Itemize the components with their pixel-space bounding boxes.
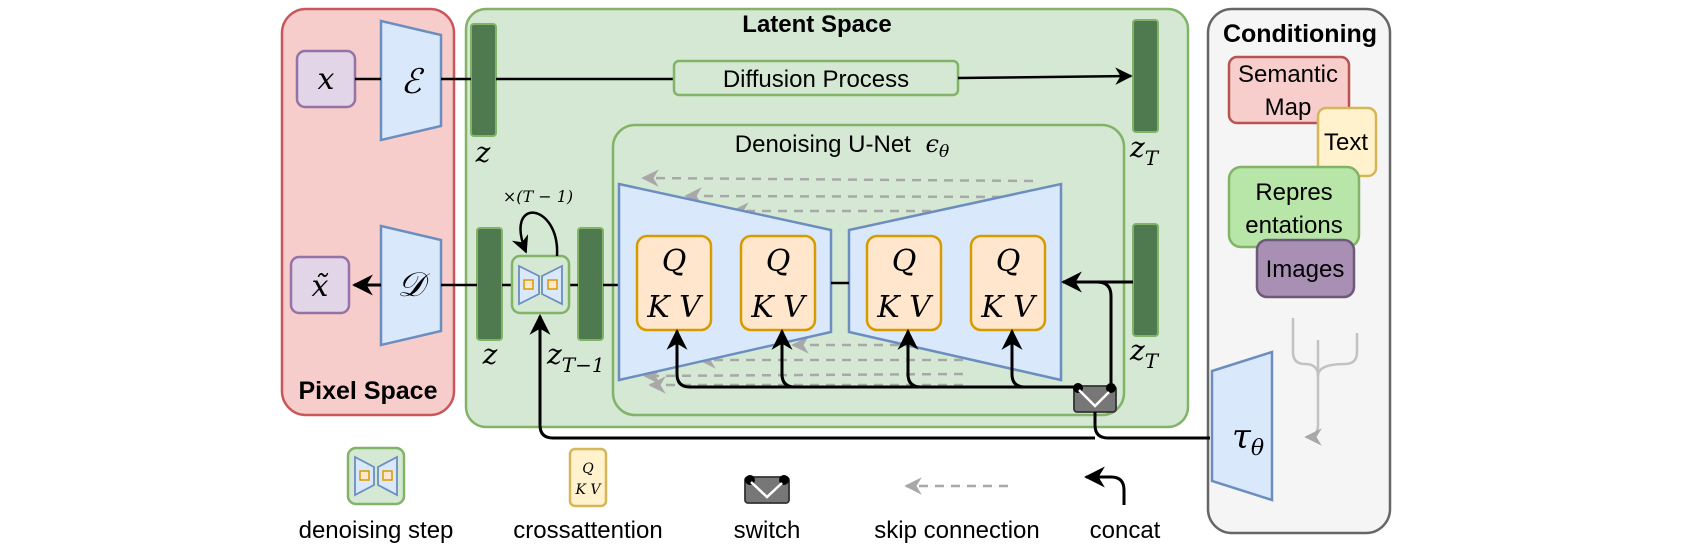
- conditioning-merge-tree: [1291, 318, 1359, 446]
- skip-connections: [641, 169, 1034, 394]
- legend-denoising-step: [346, 446, 406, 506]
- x-tilde-symbol: x̃: [312, 269, 330, 304]
- switch-icon: [1073, 383, 1117, 413]
- svg-text:Q: Q: [582, 461, 594, 477]
- encoder-trapezoid: [379, 19, 443, 142]
- output-image-x-tilde: [289, 255, 351, 315]
- encoder-symbol: ℰ: [401, 62, 425, 102]
- unet-title: Denoising U-Net ϵθ: [735, 130, 949, 162]
- tau-symbol: τθ: [1232, 417, 1264, 461]
- switch-concat-path: [1096, 280, 1113, 387]
- svg-text:Images: Images: [1266, 256, 1345, 283]
- legend-concat-arrow: [1083, 466, 1126, 505]
- legend-concat-label: concat: [1090, 517, 1161, 544]
- x-symbol: x: [318, 62, 335, 97]
- svg-text:Q: Q: [996, 244, 1021, 279]
- svg-text:Q: Q: [662, 244, 687, 279]
- svg-text:entations: entations: [1245, 212, 1342, 239]
- svg-text:Repres: Repres: [1255, 179, 1332, 206]
- zT1-label: zT−1: [546, 338, 605, 377]
- images-card: Images: [1255, 238, 1356, 299]
- semantic-map-card: Semantic Map: [1227, 55, 1351, 125]
- tau-encoder-trapezoid: [1210, 350, 1274, 502]
- svg-text:Q: Q: [892, 244, 917, 279]
- svg-text:K V: K V: [876, 290, 934, 325]
- zT-bottom-label: zT: [1129, 334, 1160, 373]
- svg-text:Q: Q: [766, 244, 791, 279]
- conditioning-title: Conditioning: [1223, 20, 1377, 48]
- z-top-label: z: [475, 136, 491, 169]
- crossattention-block-1: Q K V: [635, 234, 713, 332]
- svg-text:Text: Text: [1324, 129, 1368, 156]
- latent-z-bottom-bar: [476, 227, 503, 341]
- legend-switch-label: switch: [734, 517, 801, 544]
- decoder-trapezoid: [379, 224, 443, 347]
- svg-text:Semantic: Semantic: [1238, 61, 1338, 88]
- tau-to-switch-path: [1093, 412, 1210, 440]
- legend-crossattention-label: crossattention: [513, 517, 662, 544]
- representations-card: Repres entations: [1227, 165, 1361, 249]
- svg-text:Map: Map: [1265, 94, 1312, 121]
- latent-z-top-bar: [470, 23, 497, 137]
- svg-text:K V: K V: [574, 482, 602, 498]
- crossattention-block-3: Q K V: [865, 234, 943, 332]
- latent-space-title: Latent Space: [742, 11, 891, 38]
- diffusion-to-zT-arrow: [957, 67, 1133, 85]
- svg-text:K V: K V: [980, 290, 1038, 325]
- repeat-loop-arrow: [511, 211, 559, 257]
- latent-zT1-bar: [577, 227, 604, 341]
- svg-text:K V: K V: [750, 290, 808, 325]
- legend-skip-connection-label: skip connection: [874, 517, 1039, 544]
- latent-zT-top-bar: [1132, 19, 1159, 133]
- text-card: Text: [1316, 106, 1378, 178]
- tau-to-step-path: [529, 313, 1095, 440]
- legend-crossattention: Q K V: [568, 447, 608, 508]
- denoising-step-icon: [510, 254, 571, 315]
- crossattention-block-2: Q K V: [739, 234, 817, 332]
- conditioning-bus: [666, 328, 1076, 389]
- diffusion-process-label: Diffusion Process: [723, 66, 909, 93]
- pixel-space-title: Pixel Space: [299, 377, 438, 405]
- legend-denoising-step-label: denoising step: [299, 517, 454, 544]
- legend-switch: [744, 475, 790, 504]
- repeat-label: ×(T − 1): [503, 187, 573, 206]
- latent-zT-bottom-bar: [1132, 223, 1159, 337]
- zT-top-label: zT: [1129, 131, 1160, 170]
- z-bottom-label: z: [482, 338, 498, 371]
- crossattention-block-4: Q K V: [969, 234, 1047, 332]
- svg-text:K V: K V: [646, 290, 704, 325]
